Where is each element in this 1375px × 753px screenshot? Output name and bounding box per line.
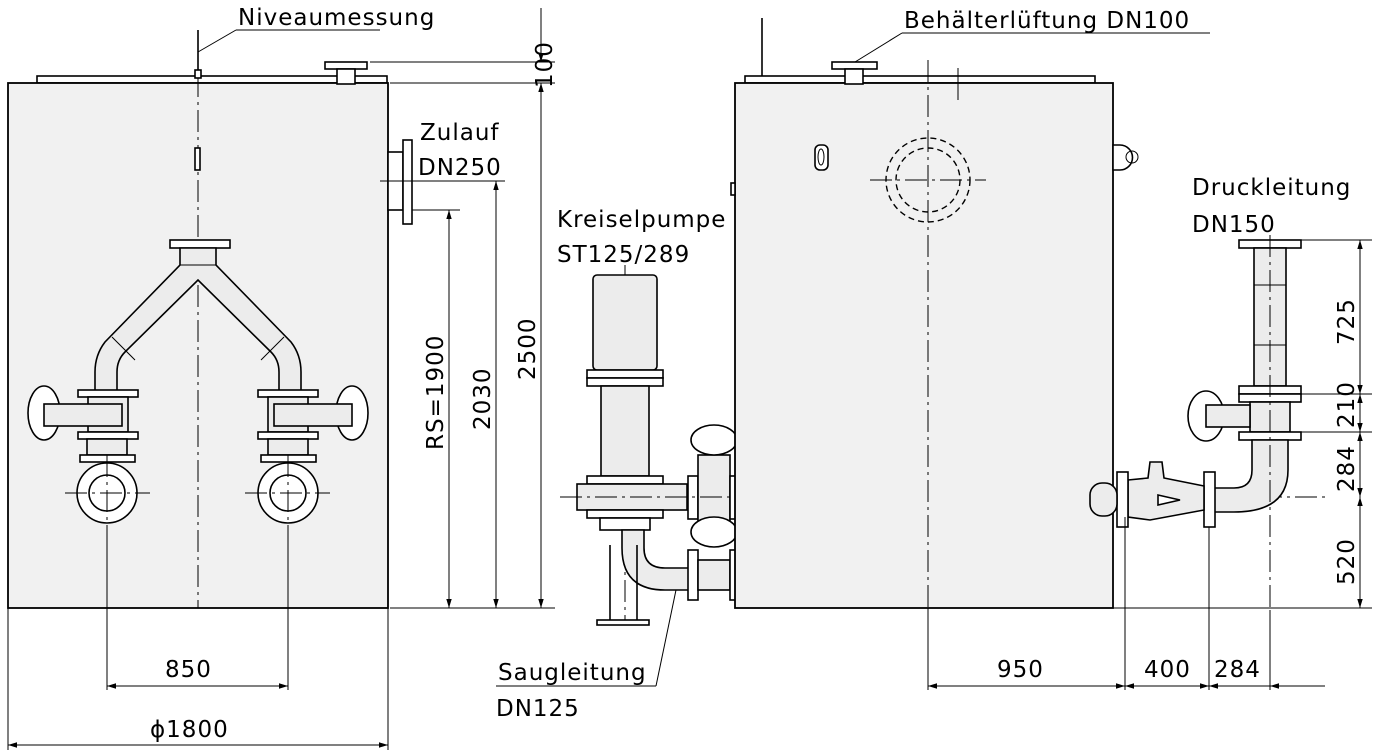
right-pump-assembly (245, 385, 369, 540)
dim-284-horizontal: 284 (1214, 657, 1261, 683)
kreiselpumpe-callout: Kreiselpumpe ST125/289 (557, 207, 726, 268)
behaelterlueftung-callout: Behälterlüftung DN100 (854, 8, 1210, 63)
zulauf-label: Zulauf (420, 120, 500, 146)
dim-2030: 2030 (470, 367, 496, 430)
pump-motor (592, 274, 658, 371)
y-pipe-manifold (94, 239, 302, 393)
pressure-pipe-riser (1187, 235, 1302, 610)
saugleitung-label: Saugleitung (498, 660, 647, 686)
kreiselpumpe-type-label: ST125/289 (557, 242, 690, 268)
dim-725: 725 (1334, 298, 1360, 345)
saugleitung-dn-label: DN125 (496, 696, 580, 722)
dim-520: 520 (1334, 538, 1360, 585)
behaelterlueftung-label: Behälterlüftung DN100 (904, 8, 1190, 34)
kreiselpumpe-label: Kreiselpumpe (557, 207, 726, 233)
dim-850: 850 (165, 657, 212, 683)
right-tank-body (734, 82, 1114, 609)
zulauf-dn-label: DN250 (418, 155, 502, 181)
dim-210: 210 (1334, 381, 1360, 428)
saugleitung-callout: Saugleitung DN125 (496, 589, 677, 722)
vent-flange-left (324, 61, 368, 70)
druckleitung-label: Druckleitung (1192, 175, 1351, 201)
vertical-dimensions-left: 100 2500 2030 RS=1900 (370, 8, 558, 609)
right-tank-lid (744, 75, 1096, 84)
druckleitung-callout: Druckleitung DN150 (1192, 175, 1351, 238)
vent-flange-right (831, 61, 878, 70)
inlet-nozzle (380, 139, 505, 225)
dim-950: 950 (997, 657, 1044, 683)
level-sensor-probe (194, 147, 201, 171)
druckleitung-dn-label: DN150 (1192, 212, 1276, 238)
dim-400: 400 (1144, 657, 1191, 683)
horizontal-dimensions-right: 950 400 284 (928, 657, 1325, 689)
niveaumessung-callout: Niveaumessung (197, 5, 435, 53)
vertical-dimensions-right: 725 210 284 520 (1334, 240, 1363, 608)
dim-100: 100 (532, 41, 558, 88)
zulauf-callout: Zulauf DN250 (418, 120, 502, 181)
horizontal-dimensions-left: 850 ϕ1800 (8, 657, 388, 748)
left-tank-lid (36, 75, 388, 84)
left-tank-view (7, 30, 505, 750)
niveaumessung-label: Niveaumessung (238, 5, 435, 31)
left-tank-body (7, 82, 389, 609)
dim-284-vertical: 284 (1334, 445, 1360, 492)
lifting-eye (1112, 144, 1134, 171)
kreiselpumpe-assembly (560, 265, 1330, 626)
left-pump-assembly (27, 385, 150, 540)
dim-2500: 2500 (515, 317, 541, 380)
check-valve (1089, 461, 1216, 528)
dim-diameter-1800: ϕ1800 (150, 717, 229, 743)
dim-rs-1900: RS=1900 (423, 335, 449, 450)
right-tank-view (730, 18, 1372, 690)
